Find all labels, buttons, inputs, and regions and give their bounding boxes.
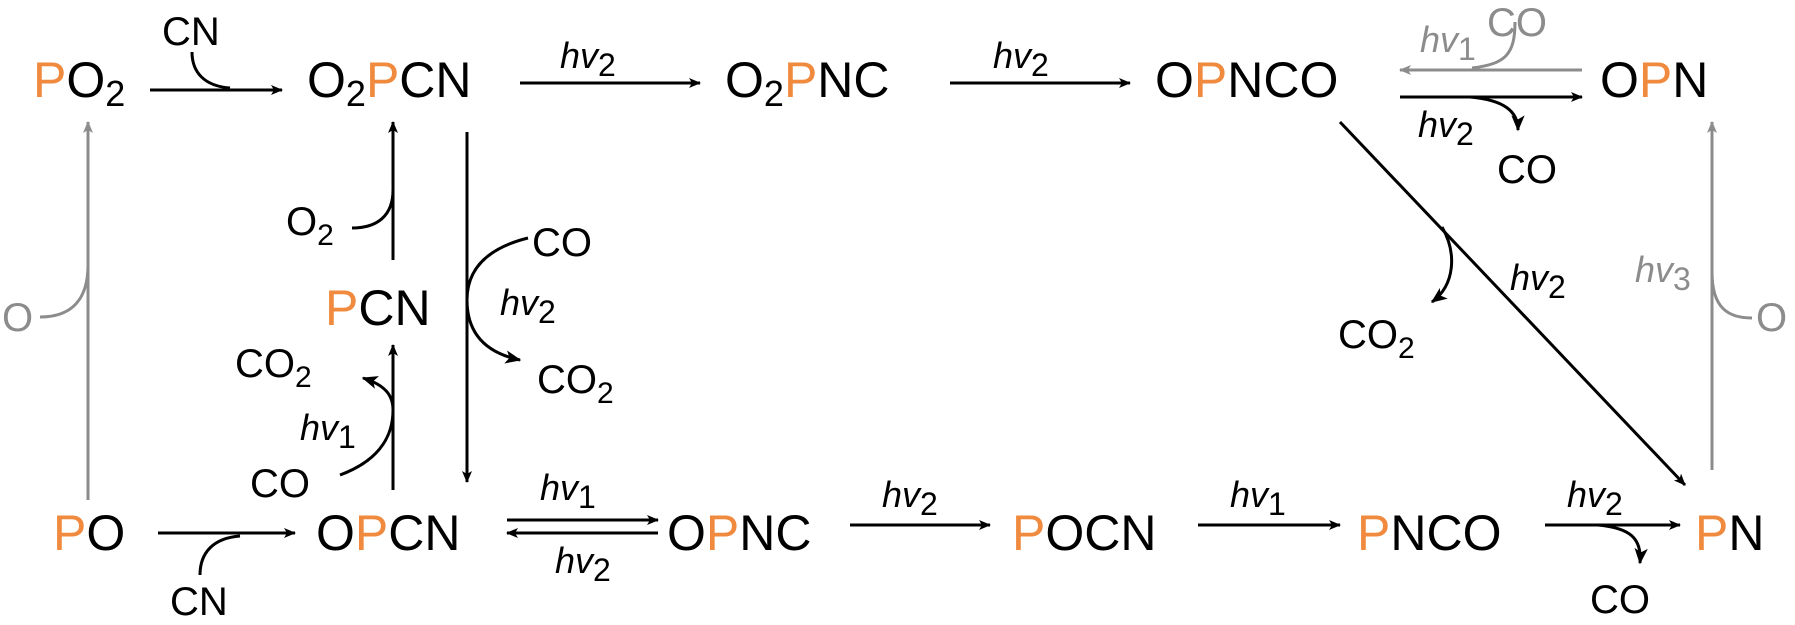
curve-o-in-right (1710, 271, 1753, 320)
species-pnco: PNCO (1357, 505, 1501, 561)
species-opnc: OPNC (667, 505, 811, 561)
species-o2pnc: O2PNC (725, 52, 890, 114)
curve-co2-out-right (1430, 226, 1454, 304)
curve-o-in-left (39, 264, 90, 319)
label-hv2-d: hv2 (1510, 257, 1566, 305)
label-hv1-b: hv1 (540, 467, 596, 515)
label-hv1-a: hv1 (300, 407, 356, 455)
species-opcn: OPCN (316, 505, 460, 561)
species-po: PO (53, 505, 125, 561)
label-hv2-a: hv2 (560, 35, 616, 83)
label-co2-right: CO2 (1338, 313, 1415, 365)
label-cn-bottom: CN (170, 580, 228, 624)
label-co-gray: CO (1487, 1, 1547, 45)
curve-co-out-top (1469, 95, 1525, 132)
curve-co-co2-left (339, 376, 395, 477)
species-pn: PN (1695, 505, 1764, 561)
curve-co-in-gray (1471, 21, 1517, 70)
label-hv2-h: hv2 (1567, 474, 1623, 522)
curve-co-out-bottom (1597, 523, 1648, 565)
label-co-left: CO (250, 462, 310, 506)
curve-cn-in-top (190, 51, 231, 90)
label-co-top: CO (1497, 148, 1557, 192)
curve-cn-in-bottom (198, 534, 241, 576)
label-hv2-e: hv2 (500, 282, 556, 330)
label-o2-left: O2 (286, 200, 334, 252)
label-co2-left: CO2 (235, 342, 312, 394)
label-hv2-c: hv2 (1418, 104, 1474, 152)
label-co-bottom: CO (1590, 578, 1650, 622)
curve-o2-in (351, 189, 395, 230)
arrow-opnco-pn (1338, 120, 1687, 487)
species-pcn: PCN (325, 280, 431, 336)
label-o-left: O (2, 296, 33, 340)
label-hv1-c: hv1 (1230, 474, 1286, 522)
species-o2pcn: O2PCN (307, 52, 472, 114)
label-co2-middle: CO2 (537, 358, 614, 410)
label-hv2-g: hv2 (882, 474, 938, 522)
label-cn-top: CN (162, 10, 220, 54)
species-opnco: OPNCO (1155, 52, 1338, 108)
label-hv2-f: hv2 (555, 540, 611, 588)
label-co-middle: CO (532, 221, 592, 265)
label-o-right: O (1756, 296, 1787, 340)
label-hv2-b: hv2 (993, 35, 1049, 83)
label-hv1-gray: hv1 (1420, 19, 1476, 67)
species-pocn: POCN (1012, 505, 1156, 561)
species-po2: PO2 (33, 52, 125, 114)
label-hv3: hv3 (1635, 249, 1691, 297)
species-opn: OPN (1600, 52, 1708, 108)
curve-co-co2-middle (465, 236, 529, 364)
